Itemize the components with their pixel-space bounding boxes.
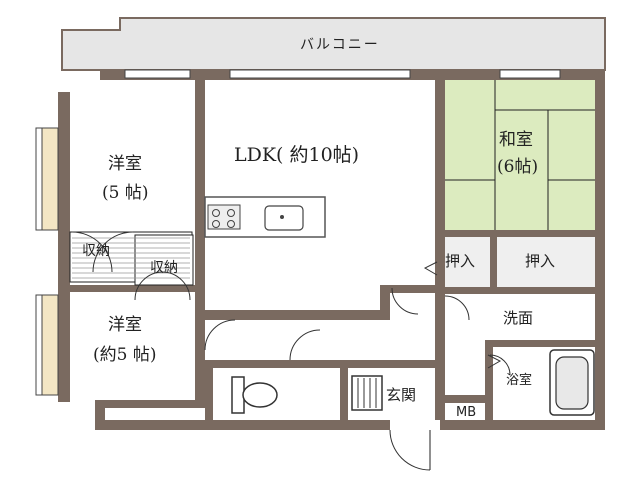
storage-hatching bbox=[72, 237, 190, 279]
meter-box-label: MB bbox=[456, 405, 476, 420]
japanese-room-floor bbox=[445, 80, 595, 230]
closet-1-label: 押入 bbox=[445, 252, 475, 270]
ldk-label: LDK( 約10帖) bbox=[234, 144, 359, 166]
washroom-label: 洗面 bbox=[503, 309, 533, 327]
balcony-area bbox=[61, 17, 606, 71]
toilet-icon bbox=[231, 376, 278, 414]
western-room-2-size: (約5 帖) bbox=[93, 345, 156, 365]
closet-2-label: 押入 bbox=[525, 252, 555, 270]
burner-3-icon bbox=[212, 220, 220, 228]
western-room-2-name: 洋室 bbox=[108, 315, 142, 335]
burner-1-icon bbox=[212, 209, 220, 217]
burner-2-icon bbox=[227, 209, 235, 217]
interior-walls bbox=[70, 80, 595, 420]
bathroom-label: 浴室 bbox=[506, 372, 532, 388]
entrance-label: 玄関 bbox=[386, 386, 416, 404]
sink-icon bbox=[264, 205, 304, 231]
western-room-2-floor bbox=[70, 290, 195, 400]
ldk-floor bbox=[205, 80, 435, 310]
western-room-1-name: 洋室 bbox=[108, 154, 142, 174]
western-room-1-floor bbox=[70, 80, 195, 230]
kitchen-counter bbox=[204, 196, 326, 238]
tatami-lines bbox=[445, 80, 595, 230]
burner-4-icon bbox=[227, 220, 235, 228]
closet-1-floor bbox=[445, 237, 490, 287]
balcony-label: バルコニー bbox=[300, 37, 380, 53]
doors bbox=[71, 231, 511, 471]
japanese-room-size: (6帖) bbox=[497, 157, 538, 177]
closet-2-floor bbox=[497, 237, 595, 287]
bathtub-icon bbox=[549, 349, 595, 416]
windows bbox=[35, 69, 561, 396]
storage-2-label: 収納 bbox=[150, 260, 178, 276]
entrance-step bbox=[351, 375, 383, 411]
storage-1-label: 収納 bbox=[82, 243, 110, 259]
door-arrows bbox=[423, 261, 502, 369]
japanese-room-name: 和室 bbox=[499, 130, 533, 150]
western-room-1-size: (5 帖) bbox=[102, 183, 148, 203]
